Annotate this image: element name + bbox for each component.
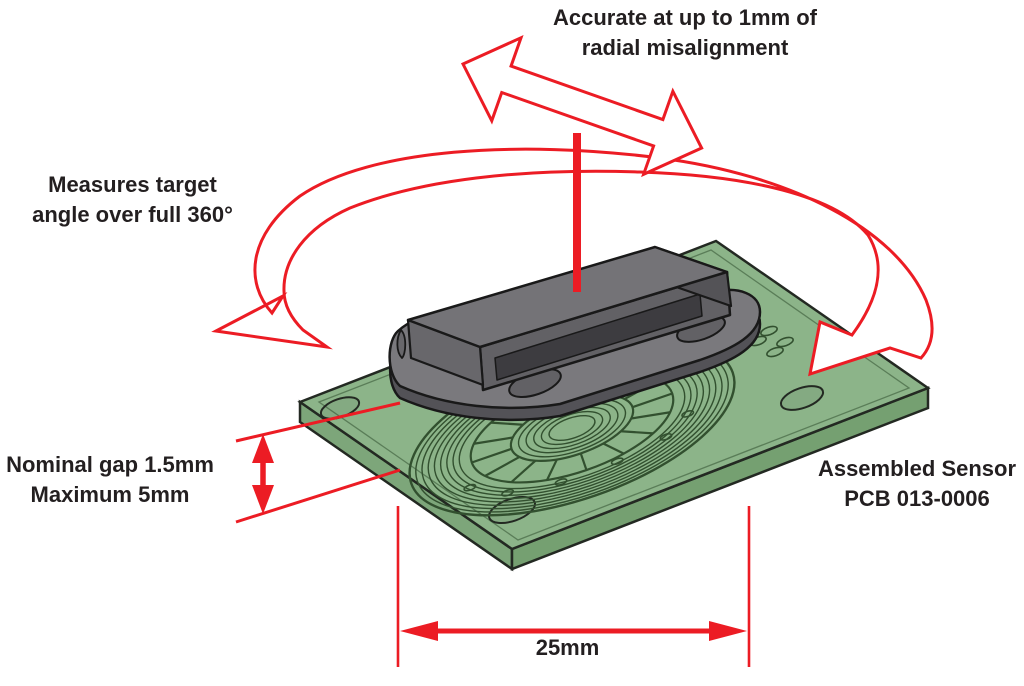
width-dimension-label: 25mm (500, 633, 635, 663)
sensor-label-line2: PCB 013-0006 (844, 486, 990, 511)
pcb-hole-east (779, 385, 825, 411)
width-dimension (396, 506, 751, 667)
misalignment-label-line1: Accurate at up to 1mm of (552, 5, 818, 30)
sensor-label-line1: Assembled Sensor (817, 456, 1017, 481)
misalignment-label-line2: radial misalignment (581, 35, 789, 60)
gap-leader-top (235, 401, 401, 443)
double-headed-arrow-icon (460, 34, 704, 178)
rotation-label-line2: angle over full 360° (32, 202, 233, 227)
gap-label-line2: Maximum 5mm (30, 482, 190, 507)
gap-label: Nominal gap 1.5mm Maximum 5mm (0, 450, 220, 510)
rotation-label-line1: Measures target (48, 172, 217, 197)
width-arrowhead-right (709, 621, 747, 641)
assembled-sensor-label: Assembled Sensor PCB 013-0006 (810, 454, 1024, 514)
curved-double-arrow-icon (211, 147, 934, 377)
gap-arrowhead-down (252, 485, 274, 514)
gap-dimension (235, 401, 401, 524)
housing-bar-top-face (406, 245, 729, 349)
rotation-label: Measures target angle over full 360° (10, 170, 255, 230)
width-dimension-value: 25mm (535, 635, 600, 660)
housing-front-inset (494, 293, 703, 381)
housing-clip-notch (396, 329, 407, 359)
gap-label-line1: Nominal gap 1.5mm (6, 452, 214, 477)
coil-vias (463, 408, 701, 515)
width-arrowhead-left (400, 621, 438, 641)
gap-arrowhead-up (252, 434, 274, 463)
sensor-housing (388, 245, 762, 422)
misalignment-label: Accurate at up to 1mm of radial misalign… (505, 3, 865, 63)
gap-leader-bottom (235, 468, 401, 524)
